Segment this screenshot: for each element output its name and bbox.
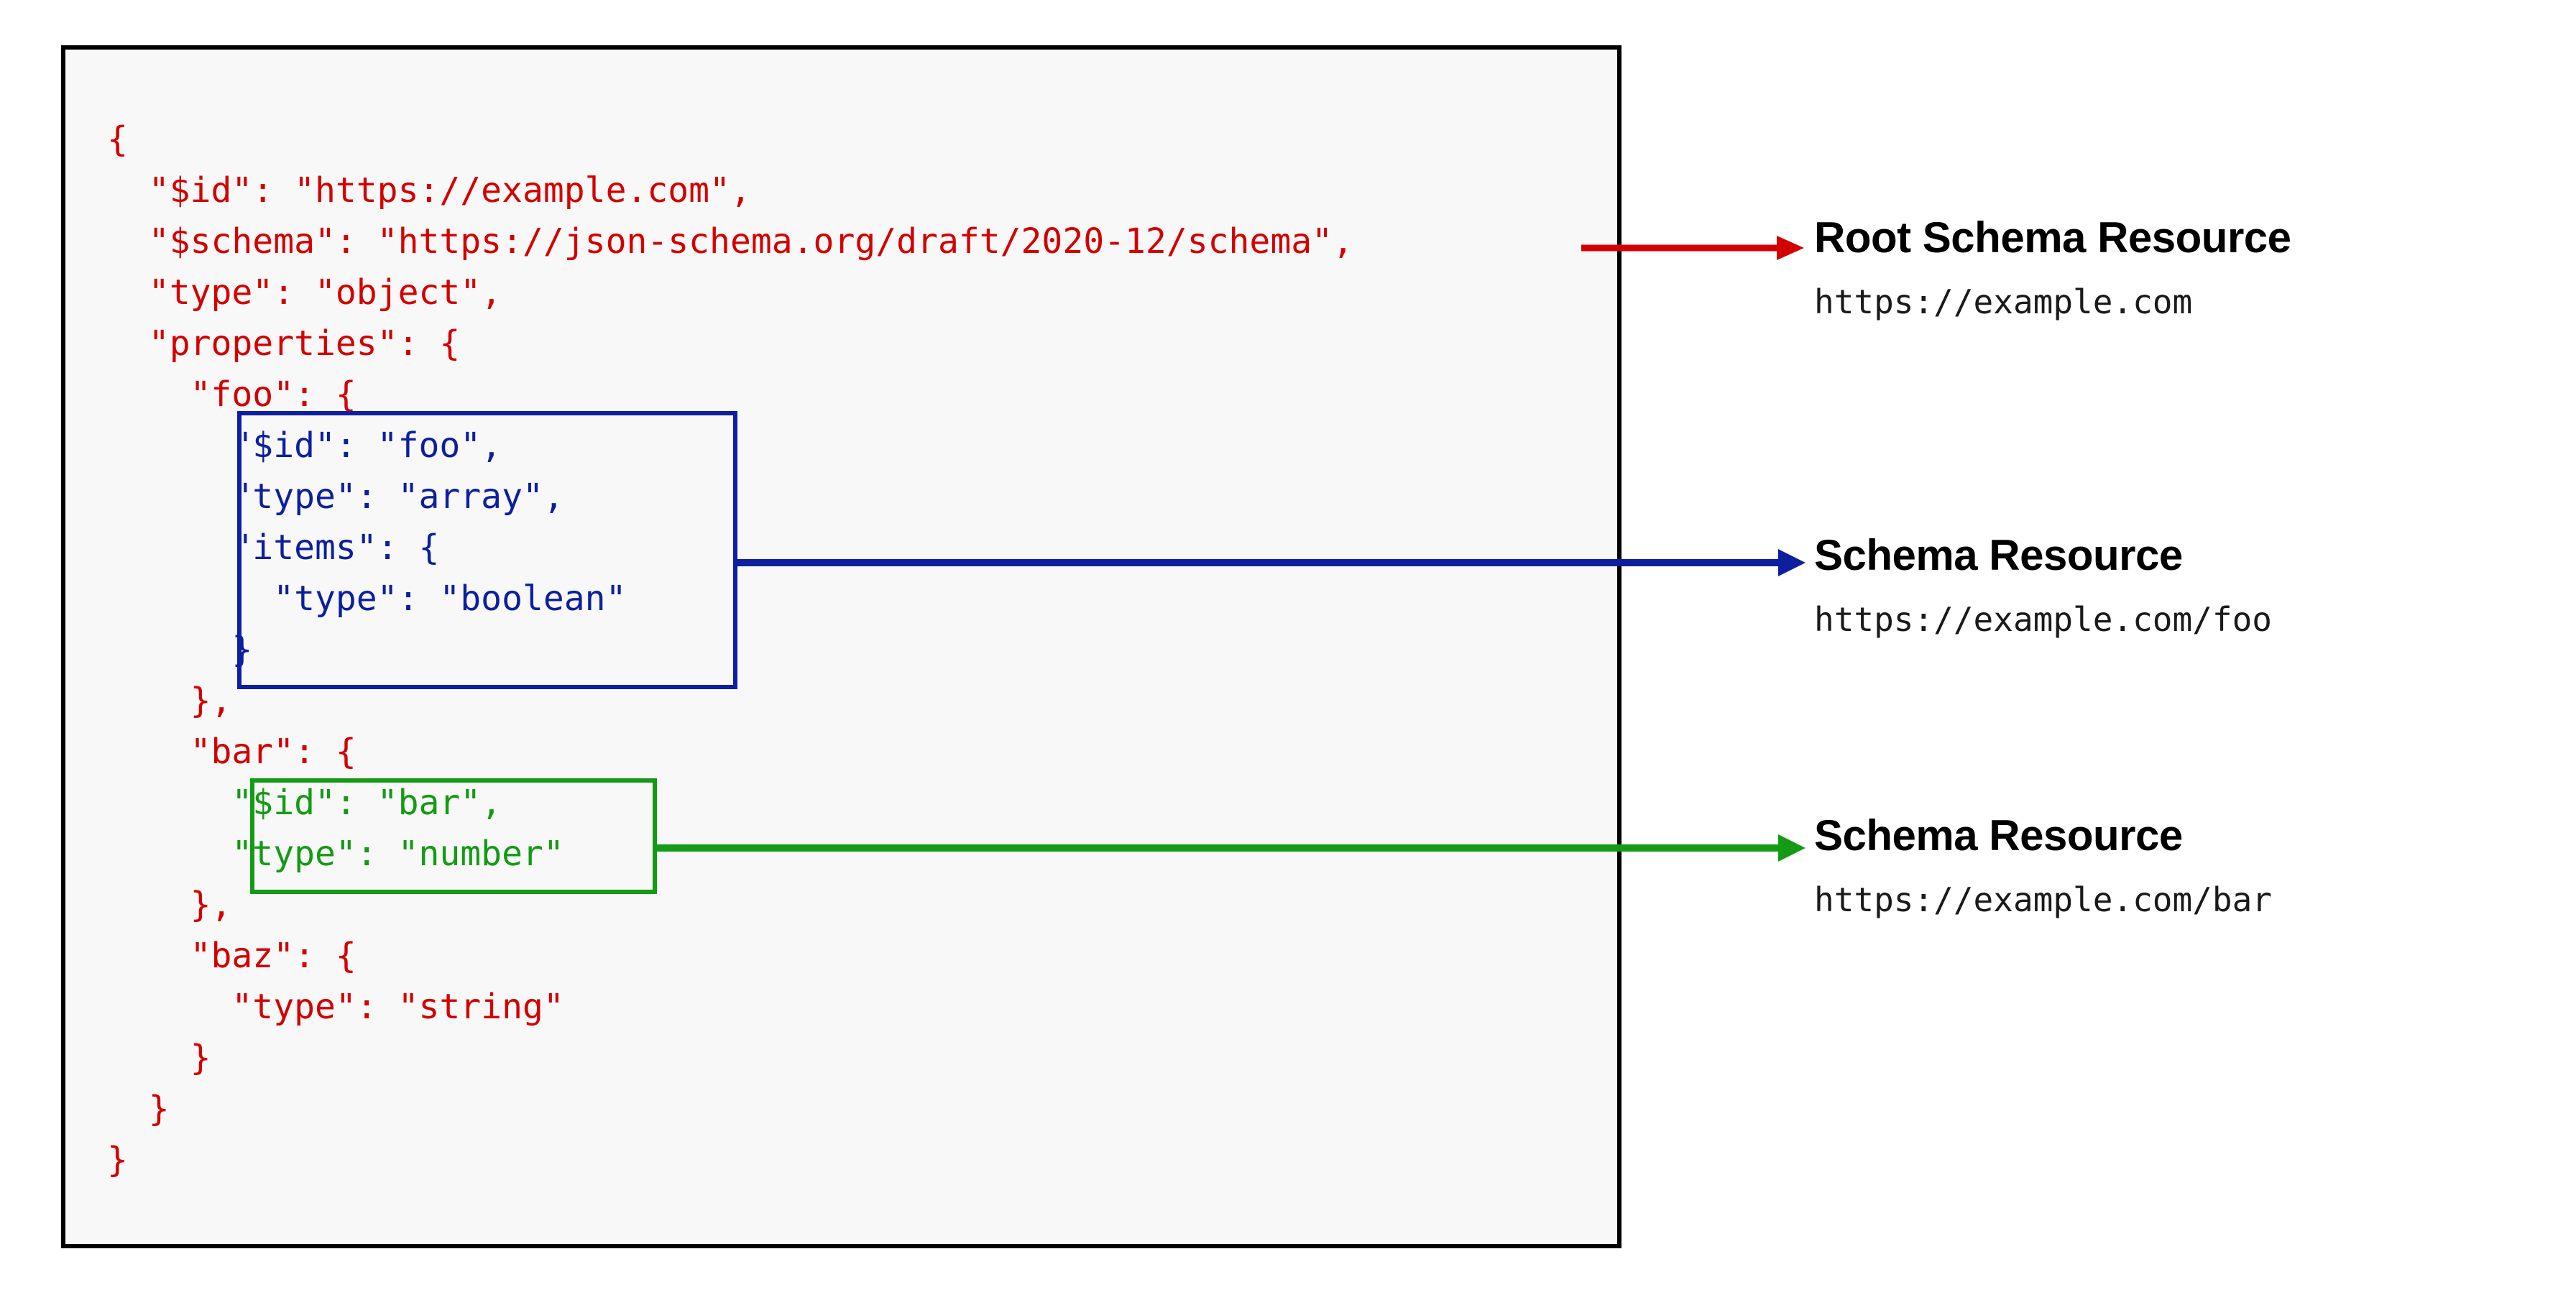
code-line: }	[107, 630, 253, 670]
annotation-root-schema-resource: Root Schema Resource https://example.com	[1814, 213, 2291, 322]
root-schema-arrow	[1581, 234, 1804, 262]
code-line: }	[107, 1038, 211, 1078]
code-line: "foo": {	[107, 374, 356, 415]
annotation-title: Schema Resource	[1814, 531, 2183, 579]
code-line: "type": "number"	[107, 834, 564, 874]
code-line: "$id": "bar",	[107, 783, 502, 823]
code-line: "type": "object",	[107, 272, 502, 313]
json-schema-code: { "$id": "https://example.com", "$schema…	[107, 114, 1353, 1186]
foo-schema-arrow	[735, 548, 1806, 577]
code-line: "$id": "https://example.com",	[107, 170, 751, 211]
code-line: "$id": "foo",	[107, 425, 502, 466]
code-line: "type": "boolean"	[107, 579, 627, 619]
annotation-bar-schema-resource: Schema Resource https://example.com/bar	[1814, 811, 2272, 920]
code-line: "properties": {	[107, 323, 461, 364]
code-line: },	[107, 885, 232, 925]
annotation-title: Root Schema Resource	[1814, 213, 2291, 262]
code-panel: { "$id": "https://example.com", "$schema…	[61, 45, 1622, 1248]
code-line: }	[107, 1089, 170, 1129]
code-line: },	[107, 681, 232, 721]
annotation-title: Schema Resource	[1814, 811, 2183, 860]
annotation-foo-schema-resource: Schema Resource https://example.com/foo	[1814, 530, 2272, 640]
bar-schema-arrow	[654, 834, 1806, 862]
annotation-url: https://example.com	[1814, 282, 2193, 321]
annotation-url: https://example.com/foo	[1814, 600, 2272, 639]
annotation-url: https://example.com/bar	[1814, 880, 2272, 919]
code-line: "baz": {	[107, 936, 356, 976]
code-line: }	[107, 1140, 128, 1180]
code-line: "type": "array",	[107, 476, 564, 517]
code-line: "bar": {	[107, 732, 356, 772]
code-line: "$schema": "https://json-schema.org/draf…	[107, 221, 1353, 262]
code-line: {	[107, 119, 128, 160]
code-line: "items": {	[107, 527, 440, 568]
code-line: "type": "string"	[107, 987, 564, 1027]
